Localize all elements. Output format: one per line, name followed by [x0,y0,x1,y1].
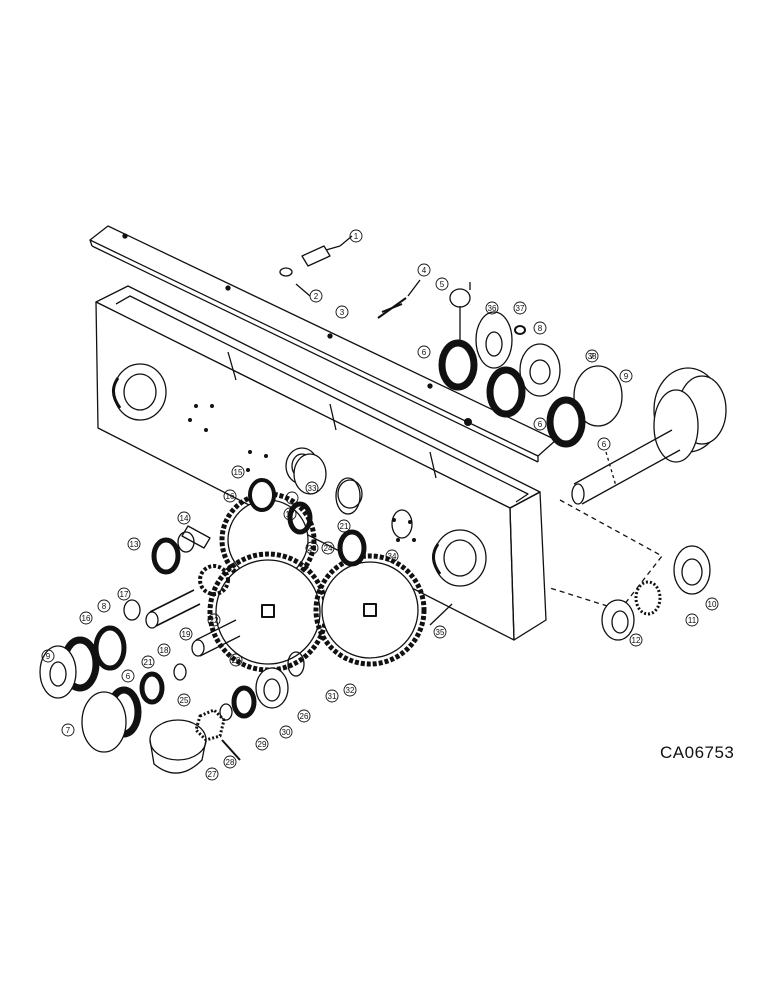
callout-number: 34 [388,552,397,561]
callout-number: 19 [182,630,191,639]
callout-number: 2 [314,292,319,301]
part-callouts [41,229,719,781]
callout-number: 16 [226,492,235,501]
callout-number: 37 [516,304,525,313]
callout-number: 21 [144,658,153,667]
callout-number: 8 [538,324,543,333]
callout-number: 38 [588,352,597,361]
callout-number: 5 [440,280,445,289]
callout-number: 30 [282,728,291,737]
gear-train [39,453,427,774]
callout-number: 7 [66,726,71,735]
callout-number: 25 [180,696,189,705]
callout-number: 9 [624,372,629,381]
callout-number: 14 [180,514,189,523]
part-callout-labels: 1234566667788991011121314151616171718192… [46,232,717,779]
callout-number: 6 [538,420,543,429]
callout-number: 24 [324,544,333,553]
callout-number: 17 [286,510,295,519]
callout-number: 29 [258,740,267,749]
callout-number: 4 [422,266,427,275]
callout-number: 15 [234,468,243,477]
callout-number: 11 [688,616,697,625]
callout-number: 12 [632,636,641,645]
callout-number: 18 [160,646,169,655]
callout-number: 36 [488,304,497,313]
output-shaft-assembly [438,311,727,641]
callout-number: 6 [602,440,607,449]
callout-number: 16 [82,614,91,623]
callout-number: 23 [308,544,317,553]
callout-number: 13 [130,540,139,549]
callout-number: 1 [354,232,359,241]
callout-number: 31 [328,692,337,701]
drawing-code: CA06753 [660,743,735,762]
callout-number: 7 [590,352,595,361]
callout-number: 3 [340,308,345,317]
callout-number: 33 [308,484,317,493]
breather-fittings [279,235,471,346]
callout-number: 8 [102,602,107,611]
callout-number: 28 [226,758,235,767]
callout-number: 22 [210,616,219,625]
callout-number: 32 [346,686,355,695]
callout-number: 26 [300,712,309,721]
callout-number: 27 [208,770,217,779]
callout-number: 6 [422,348,427,357]
callout-number: 9 [46,652,51,661]
callout-number: 21 [340,522,349,531]
callout-number: 20 [232,656,241,665]
callout-number: 10 [708,600,717,609]
callout-number: 6 [126,672,131,681]
callout-number: 35 [436,628,445,637]
callout-number: 17 [120,590,129,599]
